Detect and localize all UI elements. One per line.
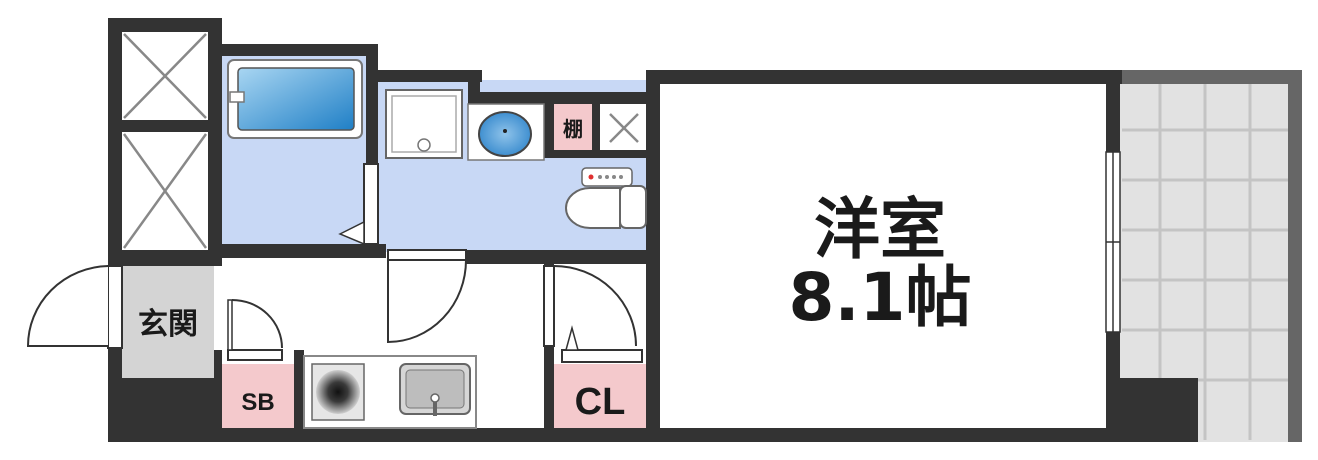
pipe-shaft-upper — [123, 33, 207, 119]
bath-sliding-door — [338, 163, 379, 246]
bathroom-door — [387, 249, 467, 344]
western-room-size: 8.1帖 — [789, 259, 972, 336]
pipe-shaft-lower — [122, 133, 208, 249]
western-room-name: 洋室 — [814, 191, 946, 268]
closet-door — [543, 265, 643, 363]
shelf-label: 棚 — [563, 117, 583, 141]
entrance-door — [26, 265, 123, 349]
kitchen-counter — [303, 355, 477, 429]
bathtub — [227, 59, 363, 139]
balcony-window — [1105, 151, 1121, 333]
closet-label: CL — [575, 381, 626, 423]
shelf — [554, 102, 592, 150]
walls — [108, 18, 1122, 442]
balcony — [1118, 70, 1302, 442]
entrance-label: 玄関 — [138, 307, 198, 341]
closet — [554, 364, 646, 430]
shoe-box-label: SB — [241, 389, 274, 416]
entrance-floor — [122, 266, 214, 378]
shower-tray — [385, 89, 463, 159]
pipe-shaft-small — [600, 104, 646, 150]
wash-basin — [467, 103, 545, 161]
toilet — [565, 167, 647, 229]
shoebox-door — [227, 299, 283, 361]
shoe-box — [222, 364, 294, 430]
